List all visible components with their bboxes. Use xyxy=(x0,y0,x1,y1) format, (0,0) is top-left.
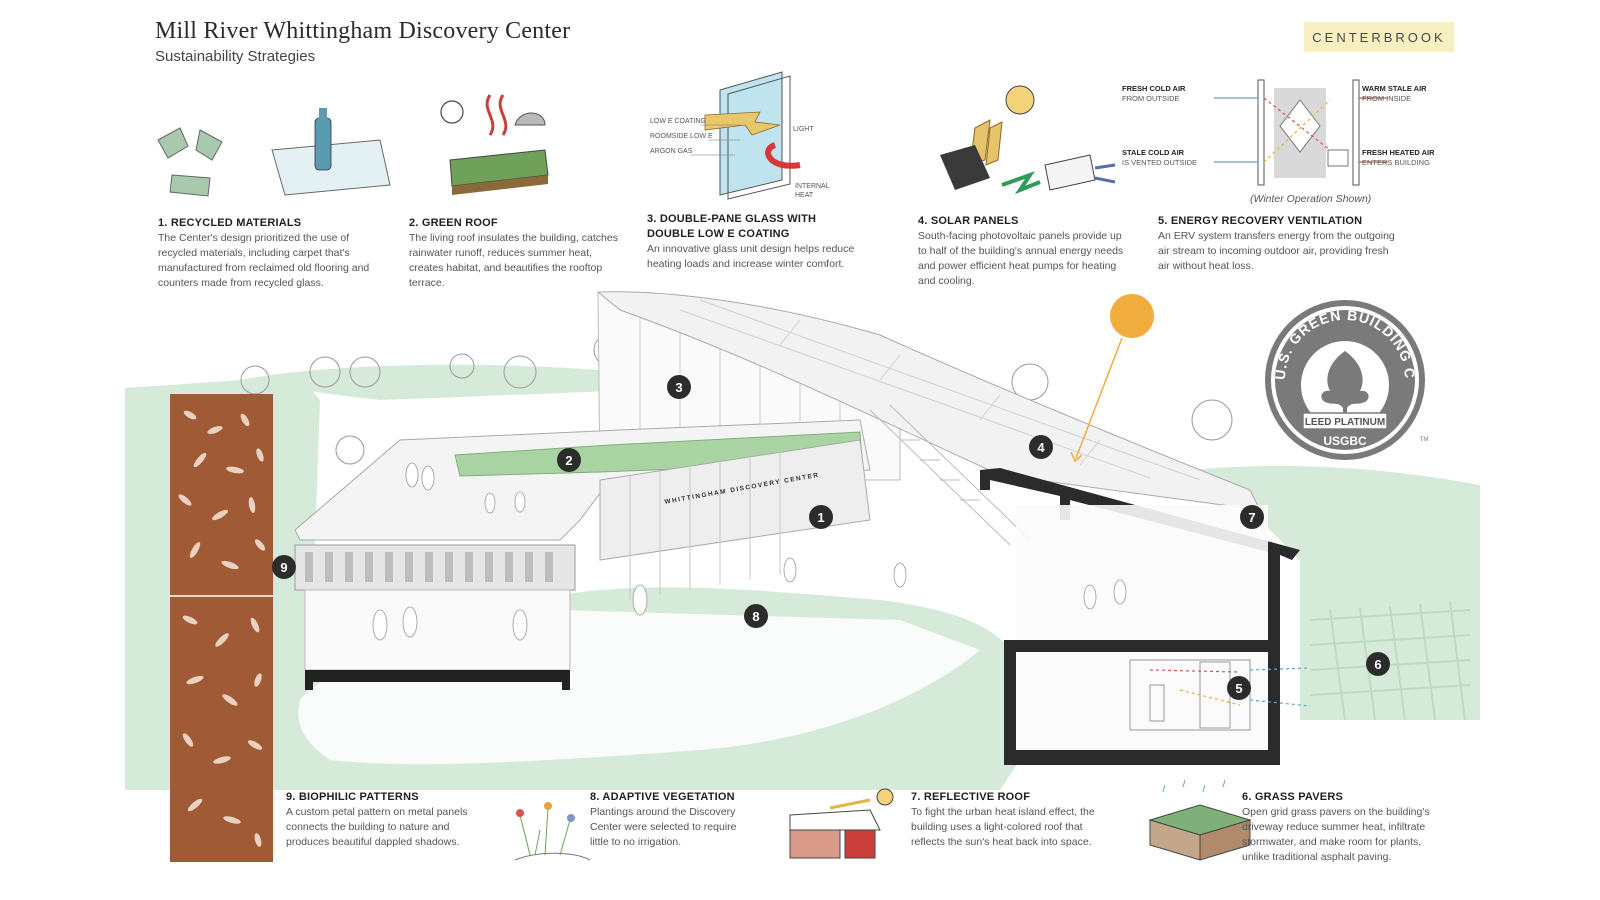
leed-level: LEED PLATINUM xyxy=(1305,417,1385,428)
erv-winter-note: (Winter Operation Shown) xyxy=(1250,193,1372,205)
lower-left-slab xyxy=(305,670,570,682)
leed-platinum-badge: U.S. GREEN BUILDING COUNCIL LEED PLATINU… xyxy=(1258,293,1429,460)
strategy-biophilic-patterns: 9. BIOPHILIC PATTERNS A custom petal pat… xyxy=(286,791,468,848)
marker-7: 7 xyxy=(1240,505,1264,529)
corten-petals xyxy=(178,410,266,847)
recycle-icon xyxy=(157,127,223,197)
marker-8: 8 xyxy=(744,604,768,628)
centerbrook-logo: CENTERBROOK xyxy=(1304,22,1454,52)
leed-tm: TM xyxy=(1420,437,1429,443)
lower-left-room xyxy=(304,589,571,671)
green-roof-icon xyxy=(440,94,549,195)
strategy-solar-panels: 4. SOLAR PANELS South-facing photovoltai… xyxy=(918,215,1124,287)
reflective-roof-icon xyxy=(789,788,894,859)
people xyxy=(372,462,1127,641)
strategy-double-pane-glass: 3. DOUBLE-PANE GLASS WITH DOUBLE LOW E C… xyxy=(647,213,855,270)
glass-label-light: LIGHT xyxy=(793,126,814,133)
section-room-lower xyxy=(1016,652,1268,750)
marker-3: 3 xyxy=(667,375,691,399)
strategy-energy-recovery: 5. ENERGY RECOVERY VENTILATION An ERV sy… xyxy=(1158,215,1395,272)
strategy-grass-pavers: 6. GRASS PAVERS Open grid grass pavers o… xyxy=(1242,791,1430,863)
page-title: Mill River Whittingham Discovery Center xyxy=(155,18,571,44)
strategy-green-roof: 2. GREEN ROOF The living roof insulates … xyxy=(409,217,618,289)
erv-diagram-icon xyxy=(1214,79,1388,186)
strategy-adaptive-vegetation: 8. ADAPTIVE VEGETATION Plantings around … xyxy=(590,791,737,848)
grass-pavers-icon xyxy=(1148,779,1252,861)
marker-2: 2 xyxy=(557,448,581,472)
leaf-icon xyxy=(1321,351,1369,411)
glass-label-internal-heat: INTERNAL HEAT xyxy=(795,183,830,199)
marker-9: 9 xyxy=(272,555,296,579)
glass-label-argon: ARGON GAS xyxy=(650,148,693,155)
stair xyxy=(869,404,1031,546)
sun-on-roof xyxy=(1110,294,1154,338)
strategy-reflective-roof: 7. REFLECTIVE ROOF To fight the urban he… xyxy=(911,791,1095,848)
adaptive-vegetation-icon xyxy=(514,802,591,861)
glass-label-low-e: LOW E COATING xyxy=(650,118,706,125)
marker-4: 4 xyxy=(1029,435,1053,459)
strategy-recycled-materials: 1. RECYCLED MATERIALS The Center's desig… xyxy=(158,217,370,289)
marker-1: 1 xyxy=(809,505,833,529)
leed-org: USGBC xyxy=(1323,434,1367,448)
solar-roof xyxy=(596,291,1261,511)
screen-dots xyxy=(305,552,553,582)
recycled-glass-counter-icon xyxy=(271,108,391,196)
lawn-back xyxy=(230,364,640,400)
page-subtitle: Sustainability Strategies xyxy=(155,48,316,65)
solar-panel-icon xyxy=(940,85,1116,195)
marker-5: 5 xyxy=(1227,676,1251,700)
glass-label-roomside: ROOMSIDE LOW E xyxy=(650,133,713,140)
facade-panels xyxy=(599,439,871,561)
section-room-upper xyxy=(1016,505,1268,640)
marker-6: 6 xyxy=(1366,652,1390,676)
lawn-right xyxy=(1190,465,1480,720)
grass-pavers xyxy=(1309,601,1471,721)
double-pane-glass-icon xyxy=(690,71,801,200)
